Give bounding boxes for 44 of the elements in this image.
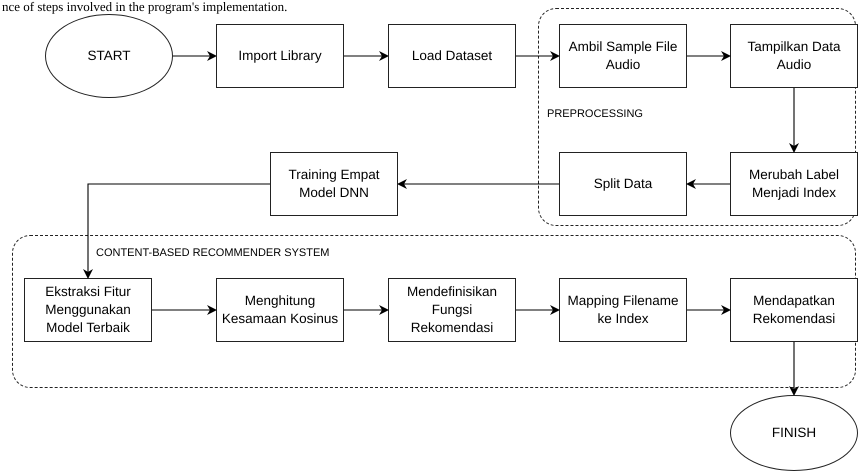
node-label: Load Dataset — [412, 47, 492, 65]
node-label: Tampilkan Data Audio — [746, 38, 842, 74]
arrow — [686, 179, 730, 189]
group-container — [12, 235, 856, 388]
arrow — [789, 342, 799, 396]
node-label: Merubah Label Menjadi Index — [748, 166, 840, 202]
process-box — [216, 278, 344, 342]
arrow — [687, 305, 731, 315]
process-box — [270, 152, 398, 216]
group-container — [538, 8, 856, 226]
process-box — [559, 24, 687, 88]
node-label: Ekstraksi Fitur Menggunakan Model Terbaik — [44, 283, 132, 337]
node-label: Mendapatkan Rekomendasi — [752, 292, 836, 328]
arrow — [173, 51, 217, 61]
arrow — [152, 305, 217, 315]
node-label: Menghitung Kesamaan Kosinus — [221, 292, 339, 328]
caption-text: nce of steps involved in the program's implementation. — [2, 0, 288, 14]
node-label: FINISH — [772, 424, 816, 442]
arrow — [789, 88, 799, 153]
node-label: Split Data — [594, 175, 652, 193]
process-box — [730, 278, 858, 342]
process-box — [559, 278, 687, 342]
node-label: Mendefinisikan Fungsi Rekomendasi — [406, 283, 498, 337]
group-label: PREPROCESSING — [547, 107, 643, 122]
node-label: START — [87, 47, 130, 65]
arrow — [83, 183, 270, 279]
arrow — [344, 51, 389, 61]
arrow — [344, 305, 389, 315]
process-box — [730, 24, 858, 88]
process-box — [24, 278, 152, 342]
process-box — [388, 278, 516, 342]
arrow — [516, 305, 560, 315]
node-label: Mapping Filename ke Index — [566, 292, 680, 328]
node-label: Ambil Sample File Audio — [568, 38, 678, 74]
process-box — [730, 152, 858, 216]
group-label: CONTENT-BASED RECOMMENDER SYSTEM — [96, 246, 330, 261]
arrow — [516, 51, 560, 61]
node-label: Import Library — [238, 47, 322, 65]
process-box — [388, 24, 516, 88]
process-box — [216, 24, 344, 88]
process-box — [559, 152, 687, 216]
arrow — [397, 179, 559, 189]
node-label: Training Empat Model DNN — [287, 166, 381, 202]
arrow — [687, 51, 731, 61]
